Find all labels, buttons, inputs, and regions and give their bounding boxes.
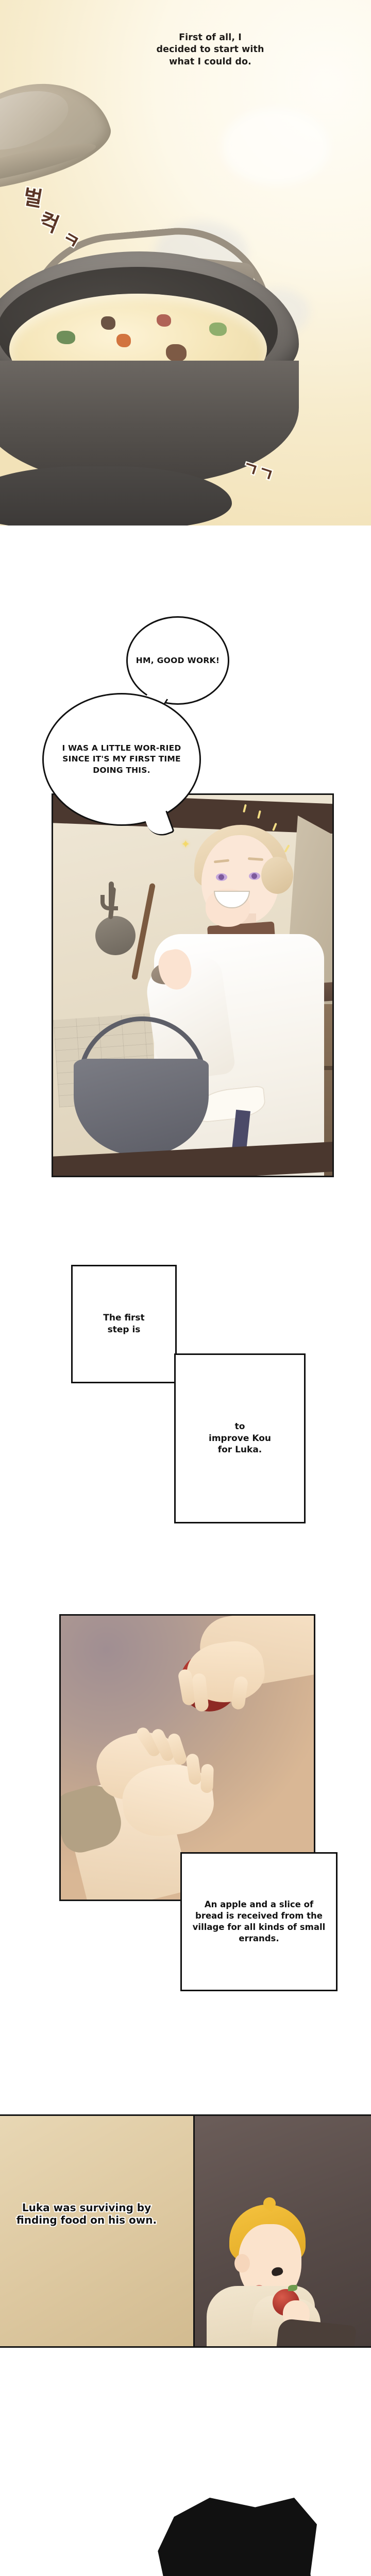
finger <box>200 1764 214 1793</box>
hanging-pan <box>95 916 136 955</box>
luka-eating-panel: Luka was surviving by finding food on hi… <box>0 2114 371 2348</box>
panel-left-background <box>0 2116 193 2346</box>
pot-base <box>0 466 232 526</box>
sfx-pot-open-1: 벌 <box>20 184 45 213</box>
bubble-text: HM, GOOD WORK! <box>136 655 220 665</box>
luka-ear <box>234 2254 250 2273</box>
maid-hair-bun <box>261 857 293 894</box>
cooking-kettle <box>74 1059 209 1156</box>
maid-eye <box>216 873 227 881</box>
vegetable-piece <box>209 323 227 336</box>
vegetable-piece <box>101 316 115 330</box>
sparkle-tick <box>284 844 290 853</box>
pot-lid <box>0 64 119 204</box>
shout-bubble-does-this-make-sense: DOES THIS EVEN MAKE SENSE? LUKA IS ONLY … <box>158 2498 317 2576</box>
pot-body <box>0 361 299 484</box>
narration-box-apple-and-bread: An apple and a slice of bread is receive… <box>180 1852 338 1991</box>
luka-dark-sleeve <box>276 2318 357 2346</box>
bubble-text: I WAS A LITTLE WOR-RIED SINCE IT'S MY FI… <box>62 743 181 775</box>
maid-eye <box>249 872 260 880</box>
narration-first-of-all: First of all, I decided to start with wh… <box>156 32 264 67</box>
narration-box-improve-kou: to improve Kou for Luka. <box>174 1353 306 1523</box>
steam-wisp <box>222 108 330 185</box>
narration-text: to improve Kou for Luka. <box>209 1421 271 1455</box>
kitchen-maid-panel: ✦ <box>52 793 334 1177</box>
speech-bubble-worried: I WAS A LITTLE WOR-RIED SINCE IT'S MY FI… <box>42 693 201 840</box>
cooking-pot-panel: First of all, I decided to start with wh… <box>0 0 371 526</box>
narration-box-first-step: The first step is <box>71 1265 177 1383</box>
vegetable-piece <box>166 344 187 362</box>
narration-text: An apple and a slice of bread is receive… <box>192 1899 326 1944</box>
narration-text: The first step is <box>103 1313 145 1335</box>
vegetable-piece <box>57 331 75 344</box>
vegetable-piece <box>157 314 171 327</box>
bubble-outline <box>158 2498 317 2576</box>
narration-luka-surviving: Luka was surviving by finding food on hi… <box>15 2200 158 2227</box>
vegetable-piece <box>116 334 131 347</box>
speech-bubble-good-work: HM, GOOD WORK! <box>126 616 229 719</box>
sfx-pot-steam: ㄱㄱ <box>238 456 278 488</box>
panel-right-background <box>193 2116 371 2346</box>
sparkle-icon: ✦ <box>181 838 191 851</box>
